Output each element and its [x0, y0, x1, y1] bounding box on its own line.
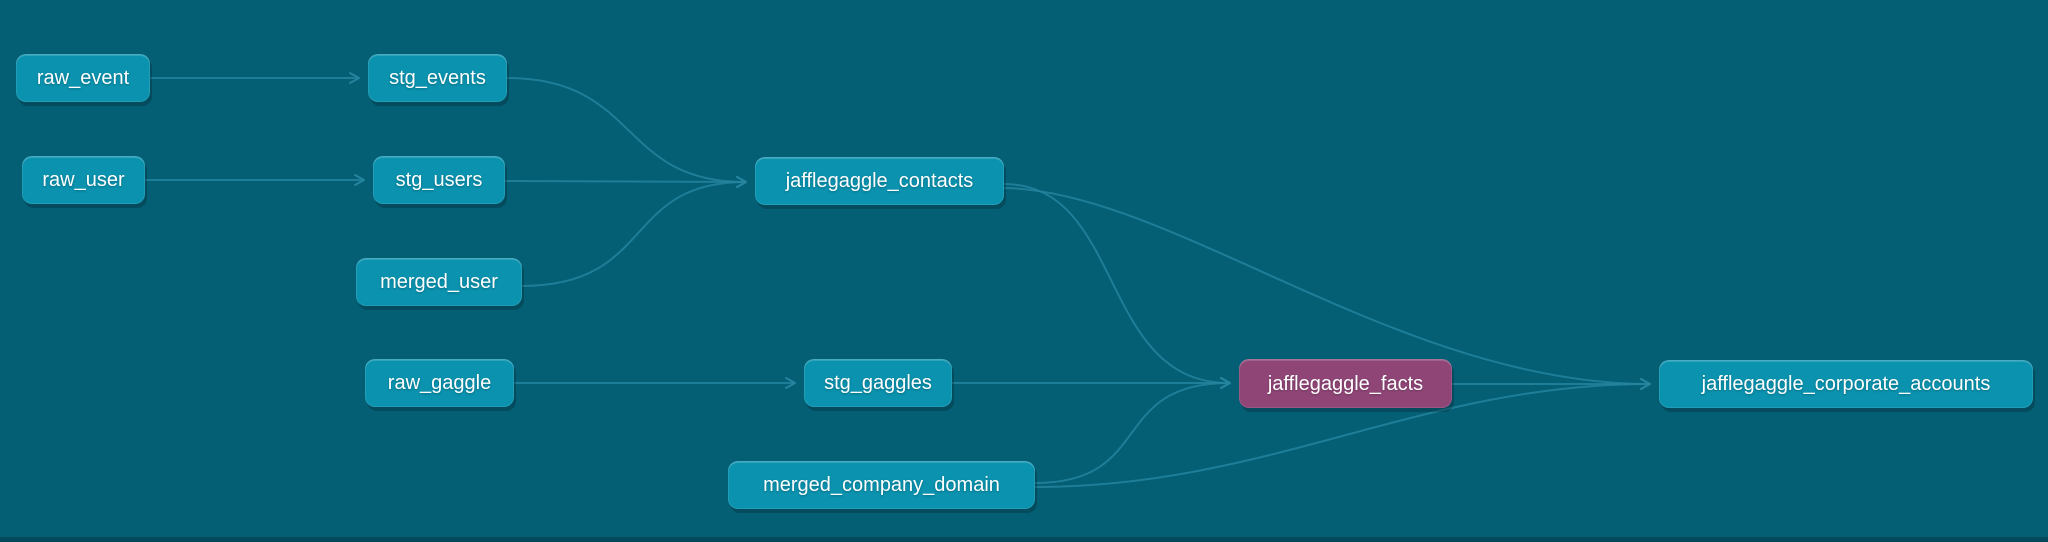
- node-label: jafflegaggle_corporate_accounts: [1701, 373, 1991, 395]
- node-label: stg_gaggles: [824, 372, 932, 394]
- lineage-node-stg-events[interactable]: stg_events: [368, 54, 507, 102]
- node-label: raw_user: [42, 169, 125, 191]
- edge-jafflegaggle-contacts-to-jafflegaggle-facts: [1003, 183, 1231, 389]
- edge-merged-user-to-jafflegaggle-contacts: [521, 176, 747, 287]
- lineage-node-stg-users[interactable]: stg_users: [373, 156, 505, 204]
- edge-merged-company-domain-to-jafflegaggle-facts: [1034, 377, 1231, 484]
- lineage-node-jafflegaggle-contacts[interactable]: jafflegaggle_contacts: [755, 157, 1004, 205]
- node-label: raw_gaggle: [387, 372, 492, 394]
- lineage-node-merged-company-domain[interactable]: merged_company_domain: [728, 461, 1035, 509]
- node-label: stg_users: [395, 169, 483, 191]
- edge-stg-users-to-jafflegaggle-contacts: [504, 175, 747, 188]
- lineage-node-jafflegaggle-corporate-accounts[interactable]: jafflegaggle_corporate_accounts: [1659, 360, 2033, 408]
- lineage-node-raw-gaggle[interactable]: raw_gaggle: [365, 359, 514, 407]
- edge-jafflegaggle-contacts-to-jafflegaggle-corporate-accounts: [1003, 187, 1651, 390]
- node-label: merged_user: [380, 271, 498, 293]
- lineage-node-stg-gaggles[interactable]: stg_gaggles: [804, 359, 952, 407]
- node-label: jafflegaggle_facts: [1267, 372, 1424, 395]
- lineage-node-merged-user[interactable]: merged_user: [356, 258, 522, 306]
- node-label: stg_events: [389, 67, 486, 89]
- node-label: raw_event: [36, 67, 130, 89]
- lineage-node-raw-event[interactable]: raw_event: [16, 54, 150, 102]
- lineage-node-jafflegaggle-facts[interactable]: jafflegaggle_facts: [1239, 359, 1452, 408]
- node-label: merged_company_domain: [763, 474, 1000, 496]
- lineage-node-raw-user[interactable]: raw_user: [22, 156, 145, 204]
- node-label: jafflegaggle_contacts: [785, 170, 974, 192]
- canvas-bottom-edge: [0, 537, 2048, 542]
- edge-stg-events-to-jafflegaggle-contacts: [506, 77, 747, 188]
